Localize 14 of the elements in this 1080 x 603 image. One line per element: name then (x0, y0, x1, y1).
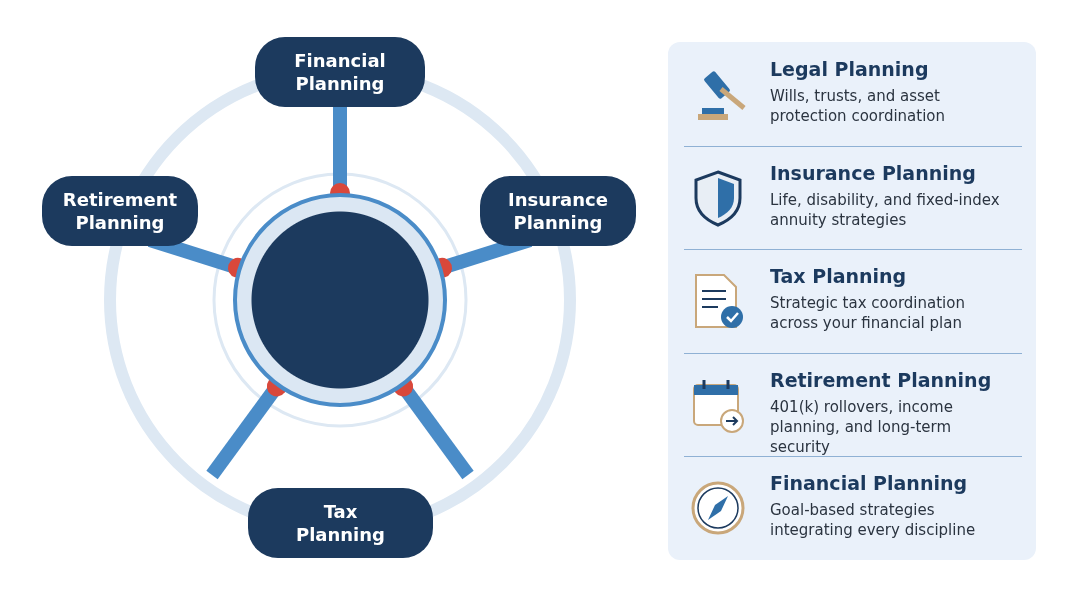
item-heading: Retirement Planning (770, 368, 992, 391)
process-pill: Tax Planning (248, 488, 433, 558)
item-description: Goal-based strategies integrating every discipline (770, 500, 977, 541)
item-description: Strategic tax coordination across your financial plan (770, 293, 966, 334)
process-pill: Retirement Planning (42, 176, 198, 246)
item-description: Wills, trusts, and asset protection coordination (770, 86, 947, 126)
process-pill: Insurance Planning (480, 176, 636, 246)
process-pill: Financial Planning (255, 37, 425, 107)
item-heading: Insurance Planning (770, 161, 976, 184)
item-heading: Legal Planning (770, 58, 929, 80)
item-heading: Financial Planning (770, 472, 968, 495)
item-heading: Tax Planning (770, 265, 907, 288)
item-description: Life, disability, and fixed-index annuity strategies (770, 189, 1001, 230)
item-description: 401(k) rollovers, income planning, and long-term security (770, 396, 954, 457)
